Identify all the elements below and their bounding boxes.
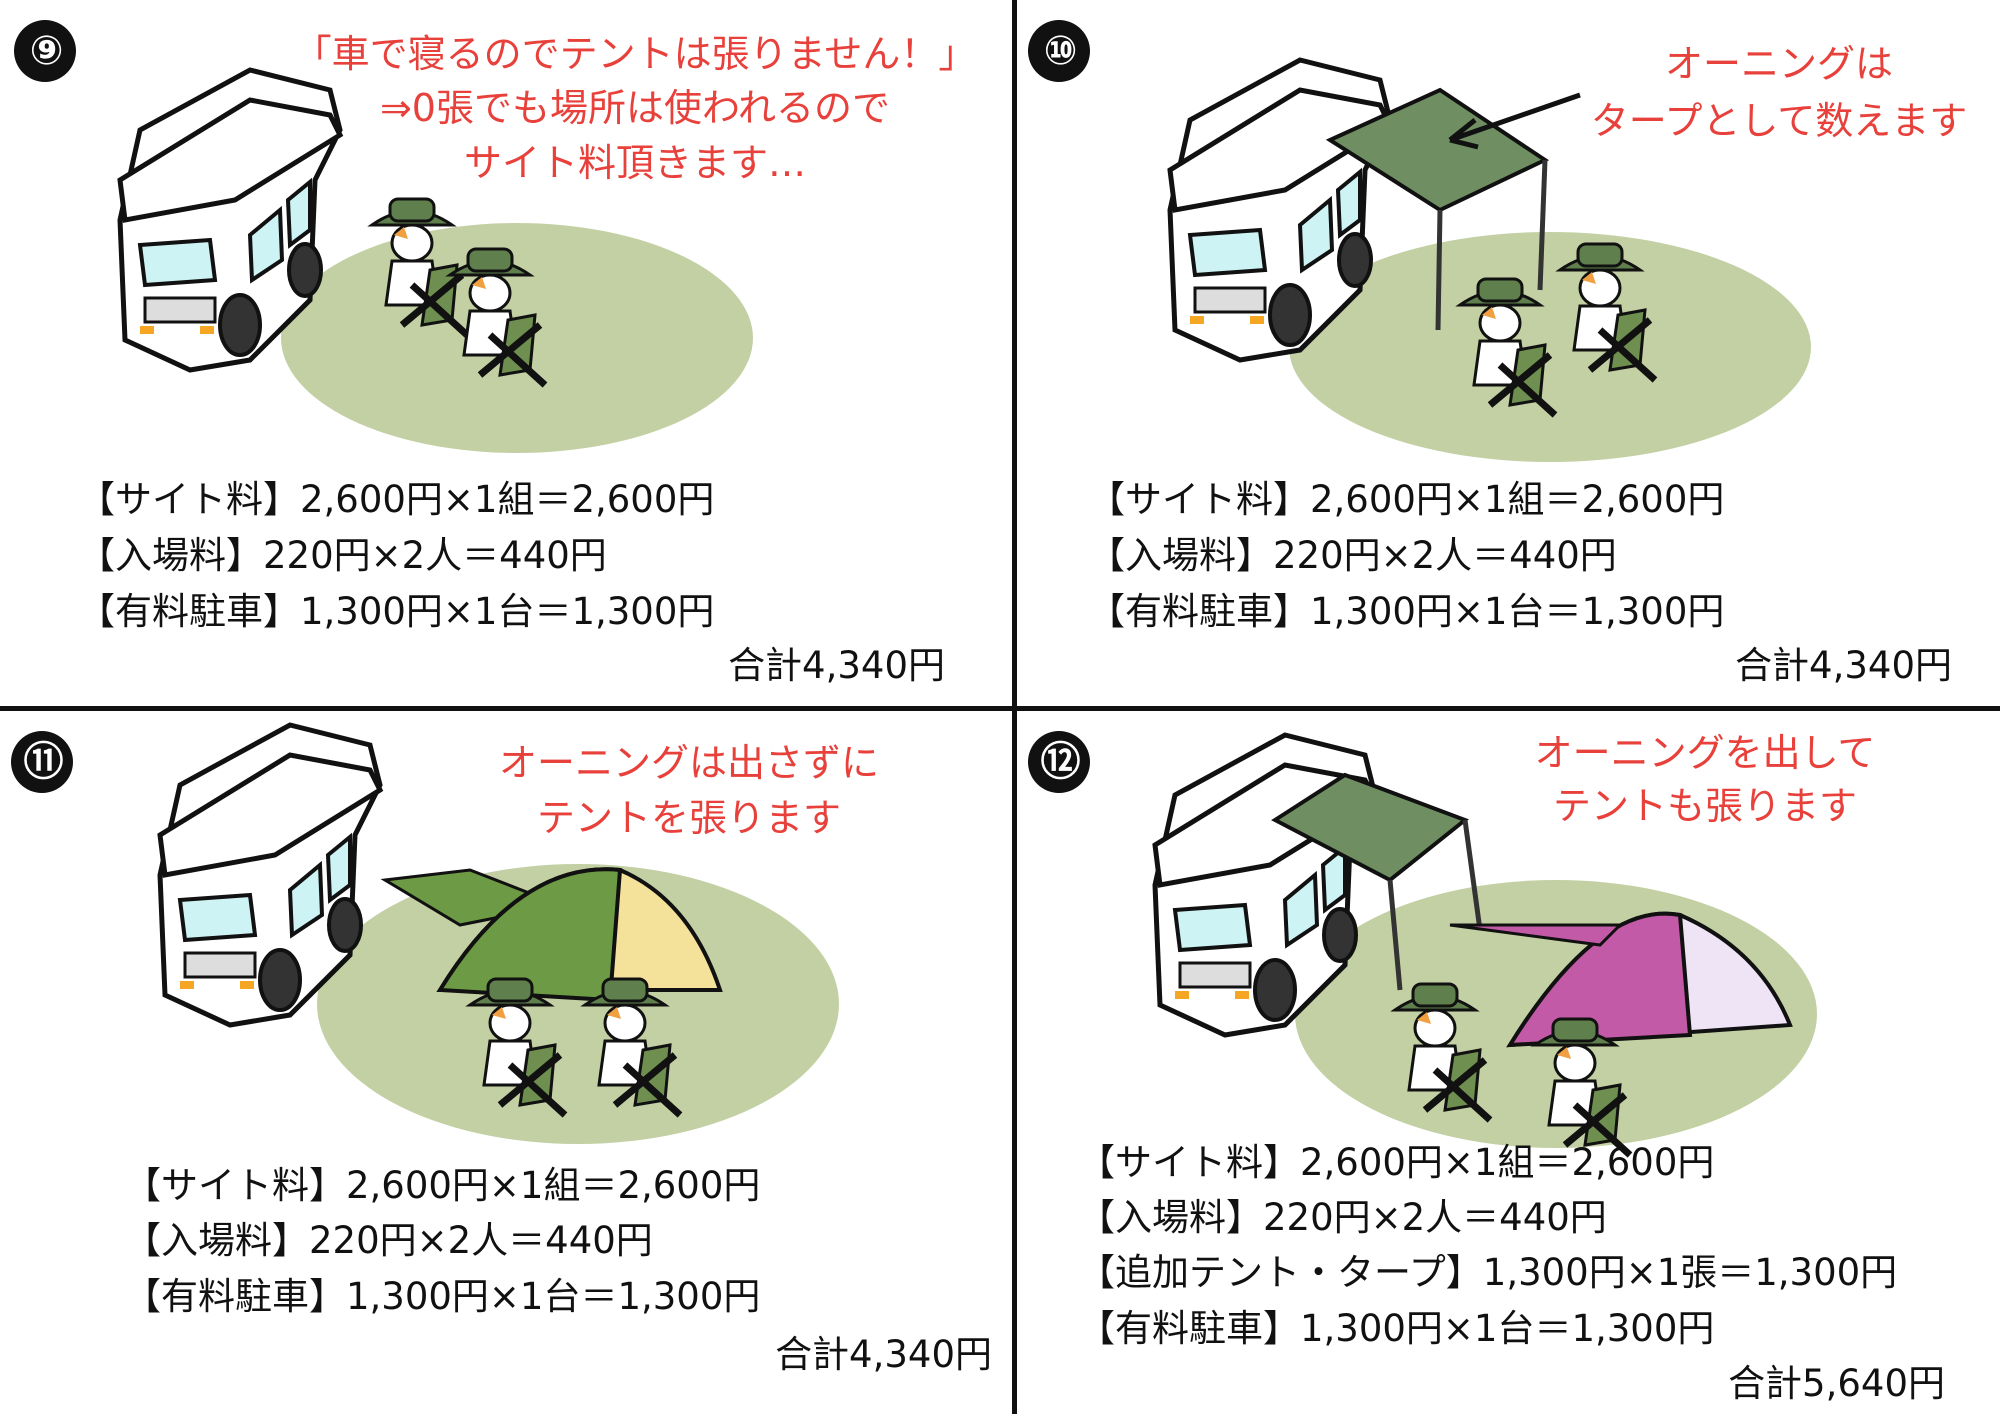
panel-number: ⑪ <box>11 731 73 793</box>
awning-poles <box>1387 819 1483 991</box>
fee-site: 【サイト料】2,600円×1組＝2,600円 <box>1088 478 1725 521</box>
total: 合計4,340円 <box>775 1333 992 1376</box>
awning-poles <box>1435 159 1548 331</box>
grass-patch <box>1289 232 1811 462</box>
total: 合計4,340円 <box>728 644 945 687</box>
note-line: ⇒0張でも場所は使われるので <box>379 86 891 130</box>
total: 合計5,640円 <box>1728 1362 1945 1405</box>
fee-site: 【サイト料】2,600円×1組＝2,600円 <box>78 478 715 521</box>
note-line: オーニングは出さずに <box>498 741 880 785</box>
grass-patch <box>317 864 839 1144</box>
horizontal-divider <box>0 706 2000 711</box>
total: 合計4,340円 <box>1735 644 1952 687</box>
panel-number: ⑫ <box>1028 731 1090 793</box>
note-line: オーニングを出して <box>1534 731 1876 775</box>
fee-site: 【サイト料】2,600円×1組＝2,600円 <box>1078 1141 1715 1184</box>
panel-number: ⑩ <box>1028 20 1090 82</box>
note-line: テントを張ります <box>536 796 842 840</box>
arrow-icon <box>1448 92 1581 150</box>
fee-entry: 【入場料】220円×2人＝440円 <box>1088 534 1617 577</box>
fee-parking: 【有料駐車】1,300円×1台＝1,300円 <box>124 1275 761 1318</box>
note-line: サイト料頂きます… <box>463 141 807 185</box>
fee-parking: 【有料駐車】1,300円×1台＝1,300円 <box>1078 1307 1715 1350</box>
panel-number: ⑨ <box>14 20 76 82</box>
dome-tent-green <box>436 867 623 1003</box>
fee-site: 【サイト料】2,600円×1組＝2,600円 <box>124 1164 761 1207</box>
fee-entry: 【入場料】220円×2人＝440円 <box>1078 1196 1607 1239</box>
fee-parking: 【有料駐車】1,300円×1台＝1,300円 <box>78 590 715 633</box>
fee-extra-tent: 【追加テント・タープ】1,300円×1張＝1,300円 <box>1078 1251 1898 1294</box>
note-line: 「車で寝るのでテントは張りません！」 <box>293 32 977 76</box>
note-line: テントも張ります <box>1552 784 1858 828</box>
fee-entry: 【入場料】220円×2人＝440円 <box>78 534 607 577</box>
note-line: タープとして数えます <box>1590 99 1968 143</box>
fee-entry: 【入場料】220円×2人＝440円 <box>124 1219 653 1262</box>
tent-tarp <box>1449 923 1624 947</box>
note-line: オーニングは <box>1664 42 1894 86</box>
fee-parking: 【有料駐車】1,300円×1台＝1,300円 <box>1088 590 1725 633</box>
